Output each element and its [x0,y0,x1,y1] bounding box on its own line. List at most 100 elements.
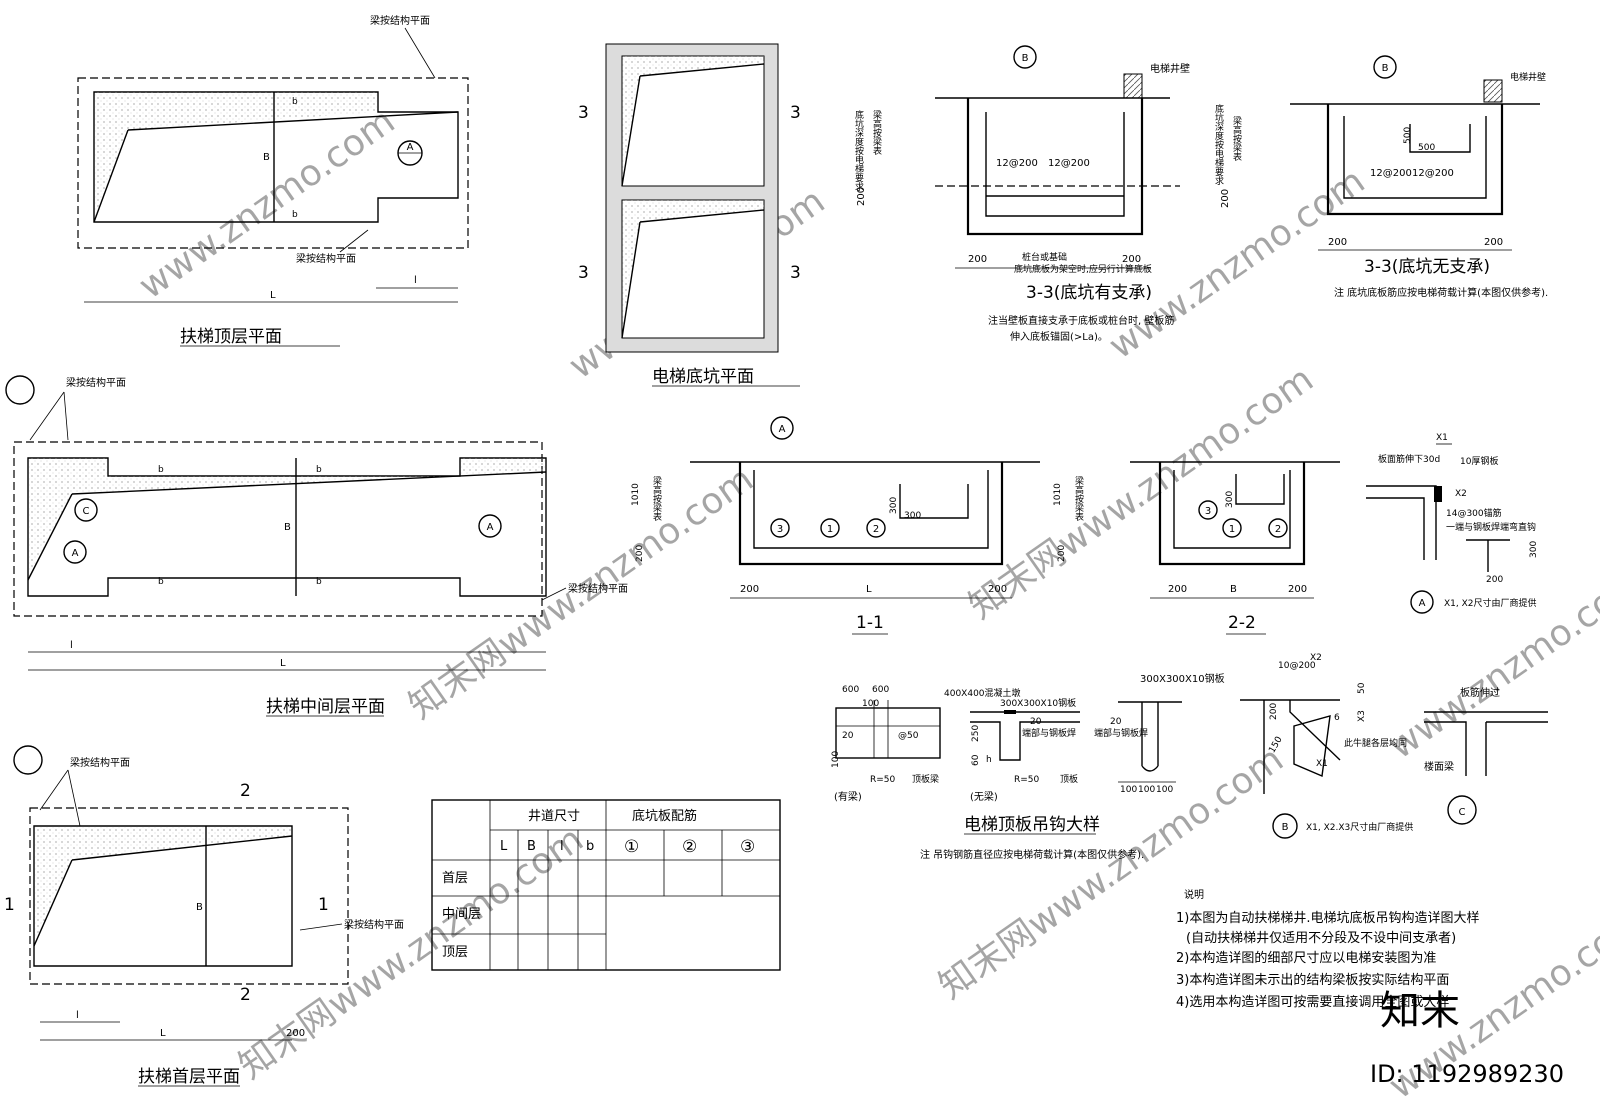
section-title: 3-3(底坑无支承) [1364,257,1490,277]
plan-top-title: 扶梯顶层平面 [180,327,282,347]
dim-b-small: b [316,465,322,475]
rebar-mark: 1 [827,524,833,535]
dim-600: 600 [842,685,859,695]
detail-a-mark: A [1419,598,1426,609]
dim-50: 50 [1357,682,1367,694]
rebar-mark: 2 [873,524,879,535]
notes-title: 说明 [1184,888,1204,901]
dim-500: 500 [1418,143,1435,153]
watermark: 知末网www.znzmo.com [962,359,1321,628]
dim-600: 600 [872,685,889,695]
dim-b-label: B [263,152,270,163]
dim-200: 200 [1168,584,1187,595]
detail-a-mark: A [72,548,79,559]
dim-300: 300 [904,511,921,521]
table-header: ② [682,837,697,857]
detail-c-mark: C [83,506,90,517]
rebar-mark: 2 [1275,524,1281,535]
dim-x3: X3 [1357,710,1367,722]
dim-l: l [414,275,417,286]
rebar-label: 12@200 [1048,158,1090,169]
vertical-label: 底坑深度按电梯要求 [853,109,864,191]
wall-label: 电梯井壁 [1150,62,1190,75]
note-line: 注当壁板直接支承于底板或桩台时, 壁板筋 [988,314,1174,327]
dim-l: l [70,640,73,651]
notes-line: 1)本图为自动扶梯梯井.电梯坑底板吊钩构造详图大样 [1176,910,1479,926]
dim-200: 200 [968,254,987,265]
detail-c: 板筋伸过 楼面梁 C [1424,686,1548,825]
dim-L: L [866,584,872,595]
pit-plan: 3 3 3 3 电梯底坑平面 [578,43,801,387]
detail-b-mark: B [1022,53,1029,64]
weld-label: 端部与钢板焊 [1094,727,1148,739]
rebar-label: 板筋伸过 [1460,686,1500,699]
section-33-supported: B 电梯井壁 底坑深度按电梯要求 梁高按梁表 12@200 12@200 200… [853,45,1190,343]
rebar-mark: 3 [777,524,783,535]
weld-note: 一端与钢板焊端弯直钩 [1446,521,1536,533]
dim-100: 100 [831,751,841,768]
plate-note: 10厚钢板 [1460,455,1498,467]
dim-20: 20 [842,731,854,741]
detail-caption: X1, X2尺寸由厂商提供 [1444,597,1537,609]
dim-150: 150 [1267,735,1284,755]
section-mark: 3 [578,263,589,283]
vertical-label: 梁高按梁表 [651,475,662,522]
dim-100: 100 [1156,785,1173,795]
notes-line: 4)选用本构造详图可按需要直接调用全图或大样 [1176,994,1449,1010]
section-33-unsupported: B 电梯井壁 底坑深度按电梯要求 梁高按梁表 500 500 12@200 12… [1213,55,1548,299]
rebar-label: 10@200 [1278,661,1316,671]
hook-detail-beam: 600 600 100 20 @50 100 R=50 顶板梁 (有梁) [831,685,941,803]
section-mark: 2 [240,781,251,801]
dim-200: 200 [856,187,867,206]
dim-200: 200 [1486,575,1503,585]
vertical-label: 梁高按梁表 [871,109,882,156]
plate-label: 300X300X10钢板 [1140,672,1225,685]
section-mark: 1 [318,895,329,915]
dim-20: 20 [1030,717,1042,727]
wall-label: 电梯井壁 [1510,71,1546,83]
dim-100: 100 [862,699,879,709]
table-row-label: 顶层 [442,945,468,960]
notes-block: 说明 1)本图为自动扶梯梯井.电梯坑底板吊钩构造详图大样 (自动扶梯梯井仅适用不… [1176,888,1479,1010]
watermark: 知末网www.znzmo.com [232,819,591,1088]
radius-label: R=50 [870,775,896,785]
dim-200: 200 [1220,189,1231,208]
section-title: 1-1 [856,613,884,633]
section-title: 3-3(底坑有支承) [1026,283,1152,303]
dim-B: B [1230,584,1237,595]
plate-label: 300X300X10钢板 [1000,697,1076,709]
dim-b-small: b [292,97,298,107]
beam-label: 梁按结构平面 [568,582,628,595]
dim-20: 20 [1110,717,1122,727]
detail-a-mark: A [487,522,494,533]
case-label: (无梁) [970,790,998,803]
notes-line: 3)本构造详图未示出的结构梁板按实际结构平面 [1176,972,1449,988]
radius-label: R=50 [1014,775,1040,785]
dim-b-label: B [284,522,291,533]
watermark: www.znzmo.com [132,101,403,308]
hook-detail-no-beam: 400X400混凝土墩 300X300X10钢板 20 端部与钢板焊 250 6… [944,687,1080,803]
vertical-label: 梁高按梁表 [1073,475,1084,522]
note-line: 伸入底板锚固(>La)。 [1010,330,1108,343]
detail-caption: X1, X2.X3尺寸由厂商提供 [1306,821,1413,833]
dim-L: L [270,290,276,301]
section-mark: 3 [790,263,801,283]
dim-200: 200 [1057,545,1067,562]
dim-60: 60 [971,754,981,766]
dim-6: 6 [1334,713,1340,723]
dim-100: 100 [1138,785,1155,795]
dim-200: 200 [1269,703,1279,720]
dim-h: h [986,755,992,765]
hook-detail-title: 电梯顶板吊钩大样 [964,815,1100,835]
dim-200: 200 [988,584,1007,595]
spacing-label: @50 [898,731,919,741]
beam-label: 楼面梁 [1424,760,1454,773]
rebar-mark: 3 [1205,506,1211,517]
dim-x2: X2 [1455,489,1467,499]
base-note: 底坑底板为架空时,应另行计算底板 [1014,263,1152,275]
image-id: ID: 1192989230 [1370,1060,1564,1088]
dim-L: L [160,1028,166,1039]
section-22: 梁高按梁表 1010 200 300 3 1 2 200 B 200 2-2 [1053,461,1340,635]
plan-ground-floor: B 梁按结构平面 梁按结构平面 2 1 1 2 l L 200 扶梯首层平面 [4,745,404,1087]
